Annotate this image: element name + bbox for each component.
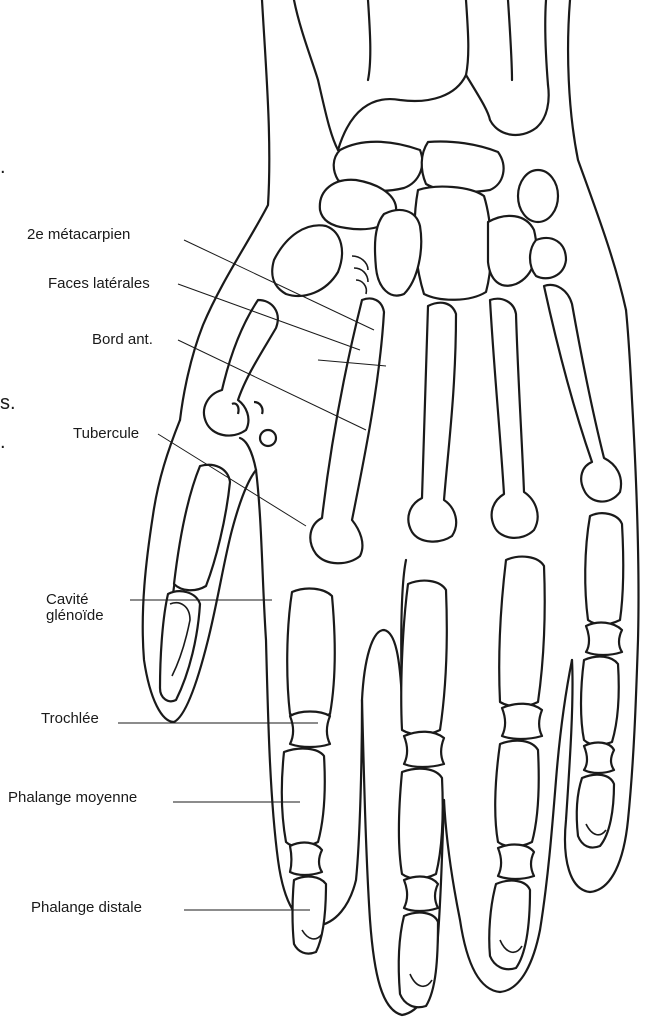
edge-fragment-lower: . [0, 431, 6, 453]
label-distal-phalanx: Phalange distale [31, 899, 142, 916]
label-trochlea: Trochlée [41, 710, 99, 727]
edge-fragment-top: . [0, 156, 6, 178]
label-tubercle: Tubercule [73, 425, 139, 442]
label-middle-phalanx: Phalange moyenne [8, 789, 137, 806]
forearm-bones [294, 0, 549, 150]
label-metacarpal-2: 2e métacarpien [27, 226, 130, 243]
edge-fragment-middle: s. [0, 392, 16, 414]
label-anterior-border: Bord ant. [92, 331, 153, 348]
labels: 2e métacarpien Faces latérales Bord ant.… [8, 226, 153, 916]
label-lateral-faces: Faces latérales [48, 275, 150, 292]
label-glenoid-cavity-line1: Cavité [46, 591, 89, 608]
label-glenoid-cavity-line2: glénoïde [46, 607, 104, 624]
carpal-bones [272, 141, 566, 299]
edge-fragments: . s. . [0, 156, 16, 453]
phalanges [160, 465, 623, 1007]
leader-tubercle [158, 434, 306, 526]
metacarpal-bones [204, 285, 621, 563]
